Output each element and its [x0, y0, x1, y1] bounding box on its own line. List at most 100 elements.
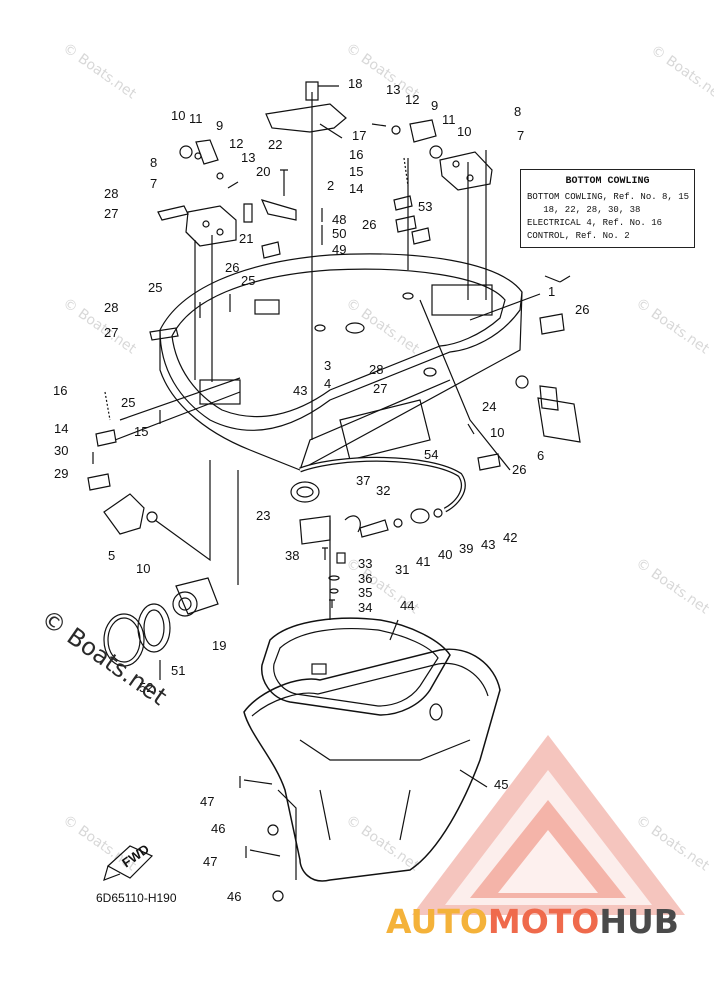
washer-36: [328, 575, 340, 581]
clip-26-left: [261, 241, 281, 259]
callout-47: 47: [203, 854, 217, 869]
tray-side-wall: [159, 291, 523, 471]
callout-28: 28: [104, 300, 118, 315]
leader-line: [319, 123, 343, 139]
seal-51: [137, 603, 171, 653]
callout-25: 25: [121, 395, 135, 410]
callout-16: 16: [53, 383, 67, 398]
part-37: [344, 515, 361, 533]
callout-12: 12: [405, 92, 419, 107]
label-53: [411, 227, 431, 245]
clip-29: [87, 473, 111, 491]
callout-39: 39: [459, 541, 473, 556]
callout-24: 24: [482, 399, 496, 414]
bracket-hole: [202, 220, 210, 228]
callout-50: 50: [332, 226, 346, 241]
callout-27: 27: [373, 381, 387, 396]
grommet-23-hole: [296, 486, 314, 498]
bolt-47-upper: [239, 776, 273, 788]
brand-text-auto: AUTO: [386, 902, 488, 941]
bracket-6-arm: [539, 385, 559, 411]
callout-46: 46: [211, 821, 225, 836]
callout-11: 11: [442, 112, 456, 127]
callout-26: 26: [225, 260, 239, 275]
callout-26: 26: [575, 302, 589, 317]
seal-51-inner: [143, 609, 165, 647]
callout-9: 9: [431, 98, 438, 113]
callout-13: 13: [386, 82, 400, 97]
plate-54: [339, 399, 431, 461]
callout-44: 44: [400, 598, 414, 613]
callout-27: 27: [104, 206, 118, 221]
clip-33: [336, 552, 346, 564]
bracket-hole: [216, 228, 224, 236]
grommet-23: [290, 481, 320, 503]
callout-36: 36: [358, 571, 372, 586]
callout-12: 12: [229, 136, 243, 151]
leader-line: [277, 789, 297, 880]
callout-32: 32: [376, 483, 390, 498]
bracket-20: [260, 199, 297, 221]
tray-rib: [254, 299, 280, 315]
callout-29: 29: [54, 466, 68, 481]
callout-26: 26: [362, 217, 376, 232]
callout-26: 26: [512, 462, 526, 477]
callout-7: 7: [517, 128, 524, 143]
bolt-18: [305, 81, 319, 101]
spring-16-top: [403, 157, 409, 187]
seal-44: [261, 617, 451, 716]
leader-line: [459, 769, 488, 788]
automotohub-logo-mark: [412, 735, 685, 915]
bracket-5: [103, 493, 145, 535]
callout-9: 9: [216, 118, 223, 133]
nut-46-lower: [272, 890, 284, 902]
leader-line: [194, 235, 213, 382]
clip-26-top: [395, 215, 417, 233]
grommet-10-lower-left: [146, 511, 158, 523]
bracket-32: [299, 515, 331, 545]
fitting-40: [410, 508, 430, 524]
tray-hole: [314, 324, 326, 332]
callout-8: 8: [514, 104, 521, 119]
leader-line: [544, 275, 571, 283]
callout-40: 40: [438, 547, 452, 562]
connector-19: [175, 577, 219, 615]
collar-11-left: [194, 152, 202, 160]
lower-casing-side: [319, 789, 411, 841]
grommet-10-right: [429, 145, 443, 159]
callout-18: 18: [348, 76, 362, 91]
bolt-38: [322, 547, 328, 560]
info-box: BOTTOM COWLING BOTTOM COWLING, Ref. No. …: [520, 169, 695, 248]
info-box-title: BOTTOM COWLING: [565, 176, 650, 187]
callout-46: 46: [227, 889, 241, 904]
callout-16: 16: [349, 147, 363, 162]
callout-2: 2: [327, 178, 334, 193]
brand-text-moto: MOTO: [487, 902, 600, 941]
callout-28: 28: [104, 186, 118, 201]
callout-52: 52: [139, 680, 153, 695]
callout-51: 51: [171, 663, 185, 678]
callout-15: 15: [134, 424, 148, 439]
callout-33: 33: [358, 556, 372, 571]
clip-14-top: [393, 195, 413, 211]
info-box-line: ELECTRICAL 4, Ref. No. 16: [527, 218, 663, 228]
tray-hole: [345, 322, 365, 334]
washer-41: [393, 518, 403, 528]
callout-47: 47: [200, 794, 214, 809]
bottom-cowling-tray: [159, 253, 523, 431]
holder-27-lower: [149, 327, 179, 341]
callout-10: 10: [457, 124, 471, 139]
screw-13-right: [371, 123, 387, 127]
hose-42-inner: [299, 458, 465, 512]
watermark-text: © Boats.net: [633, 295, 713, 357]
info-box-line: CONTROL, Ref. No. 2: [527, 231, 630, 241]
tray-inner-rim: [171, 268, 506, 418]
callout-43: 43: [293, 383, 307, 398]
callout-34: 34: [358, 600, 372, 615]
plug-31: [359, 519, 389, 538]
callout-14: 14: [54, 421, 68, 436]
callout-42: 42: [503, 530, 517, 545]
